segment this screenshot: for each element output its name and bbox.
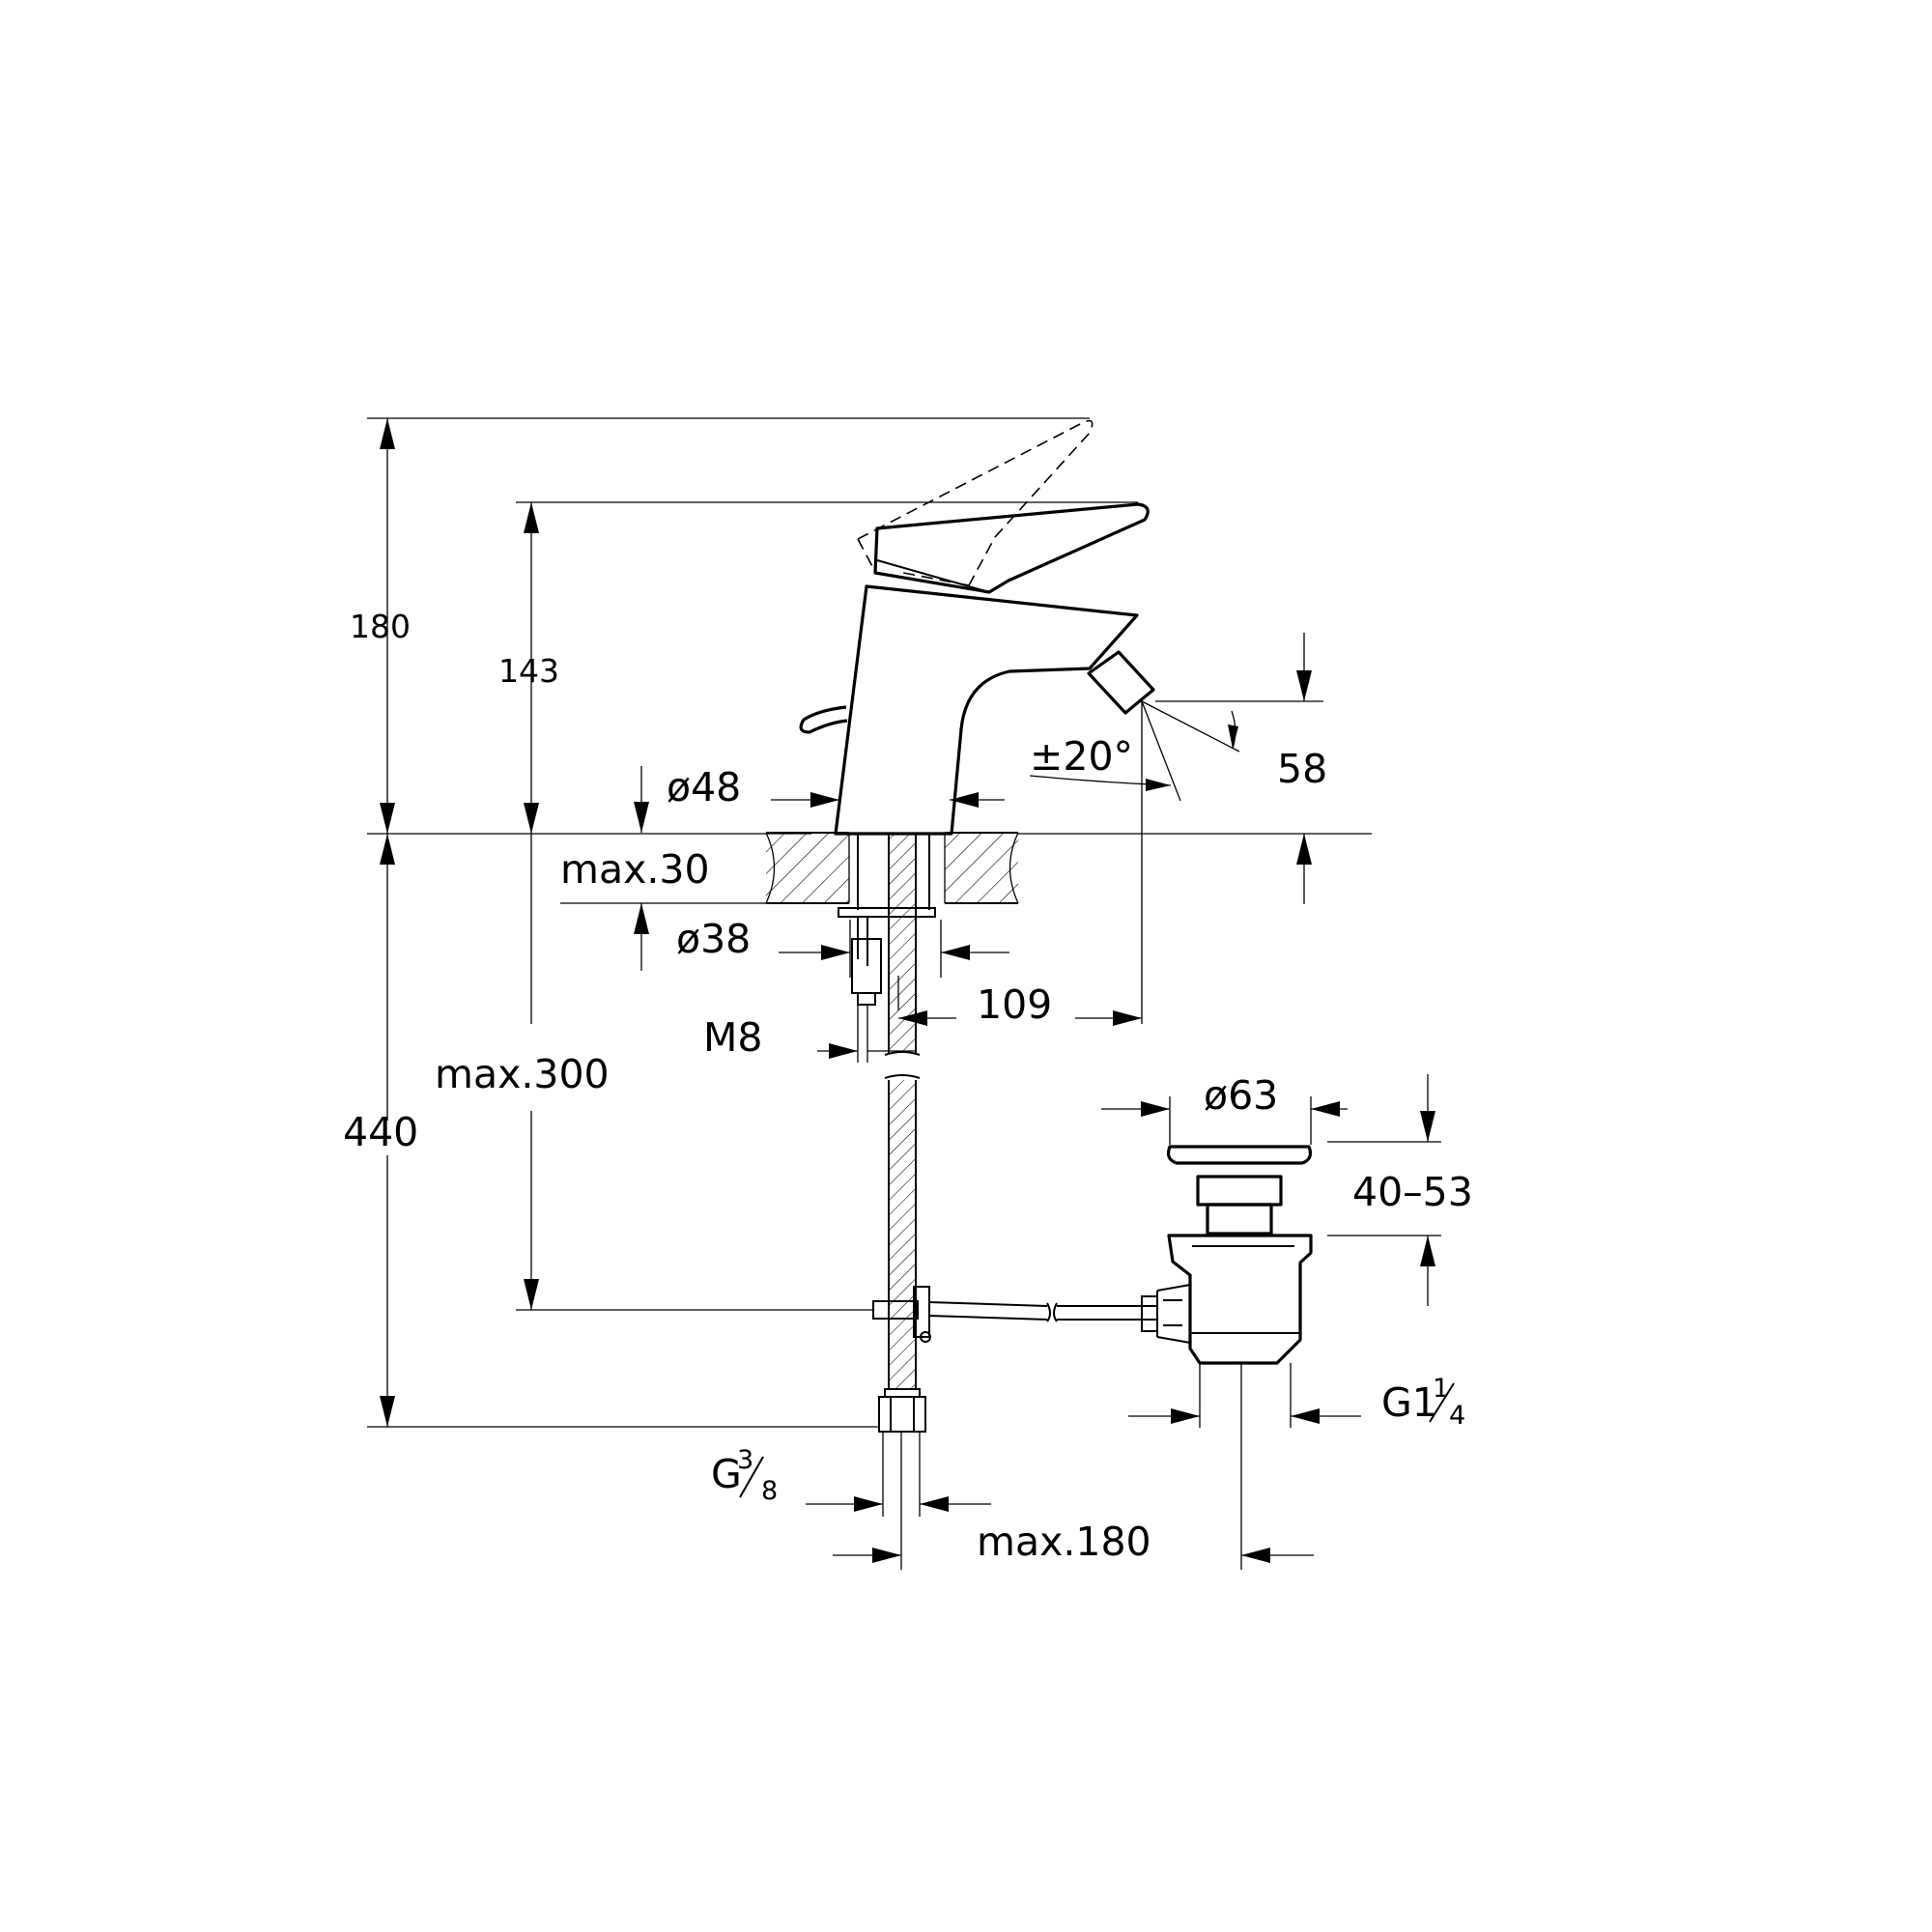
dimension-max-180 bbox=[833, 1363, 1314, 1570]
label-g-prefix: G bbox=[711, 1451, 742, 1497]
label-g1-numerator: 1 bbox=[1433, 1374, 1449, 1404]
label-spout-height-58: 58 bbox=[1277, 746, 1327, 792]
label-reach-109: 109 bbox=[977, 981, 1052, 1028]
dimension-max-30 bbox=[560, 766, 766, 971]
label-m8: M8 bbox=[703, 1014, 762, 1061]
dimension-diameter-63 bbox=[1101, 1096, 1348, 1145]
dimension-g1-1-4 bbox=[1128, 1363, 1361, 1428]
label-diameter-48: ø48 bbox=[667, 764, 741, 810]
dimension-109 bbox=[897, 701, 1143, 1026]
label-g1-1-4: G1 1 4 bbox=[1381, 1374, 1465, 1431]
dimension-143 bbox=[516, 501, 1138, 834]
flexible-hose bbox=[878, 835, 926, 1433]
dimension-180 bbox=[367, 417, 1090, 835]
pop-up-waste bbox=[1141, 1145, 1313, 1365]
label-g-numerator: 3 bbox=[737, 1445, 753, 1475]
label-g1-prefix: G1 bbox=[1381, 1379, 1437, 1426]
label-max-300: max.300 bbox=[435, 1051, 610, 1097]
pop-up-rod bbox=[872, 1286, 1157, 1343]
dimension-58 bbox=[1155, 633, 1323, 904]
dimension-diameter-38 bbox=[779, 920, 1009, 978]
countertop-section bbox=[765, 832, 1019, 904]
label-40-53: 40–53 bbox=[1352, 1169, 1473, 1215]
mounting-stud-assembly bbox=[838, 834, 936, 1006]
label-max-180: max.180 bbox=[977, 1519, 1151, 1565]
label-diameter-38: ø38 bbox=[676, 916, 751, 962]
label-max-30: max.30 bbox=[560, 846, 710, 893]
faucet-body bbox=[799, 584, 1139, 836]
dimension-swivel-angle bbox=[1029, 700, 1240, 802]
dimension-m8 bbox=[817, 1005, 916, 1063]
label-g-denominator: 8 bbox=[761, 1476, 778, 1506]
label-g3-8: G 3 8 bbox=[711, 1445, 778, 1506]
dimension-440 bbox=[367, 834, 879, 1428]
dimension-g3-8 bbox=[806, 1432, 991, 1517]
dimension-diameter-48 bbox=[771, 792, 1005, 808]
label-g1-denominator: 4 bbox=[1449, 1401, 1465, 1431]
lever-open-position bbox=[857, 419, 1094, 586]
dimension-40-53 bbox=[1327, 1074, 1441, 1306]
label-440: 440 bbox=[343, 1109, 418, 1155]
label-height-143: 143 bbox=[498, 652, 559, 690]
spout-nozzle bbox=[1087, 650, 1155, 715]
label-swivel-angle: ±20° bbox=[1030, 733, 1133, 780]
label-diameter-63: ø63 bbox=[1204, 1072, 1278, 1119]
lever-handle bbox=[873, 502, 1150, 594]
label-height-180: 180 bbox=[350, 608, 411, 645]
dimension-max-300 bbox=[516, 834, 873, 1311]
